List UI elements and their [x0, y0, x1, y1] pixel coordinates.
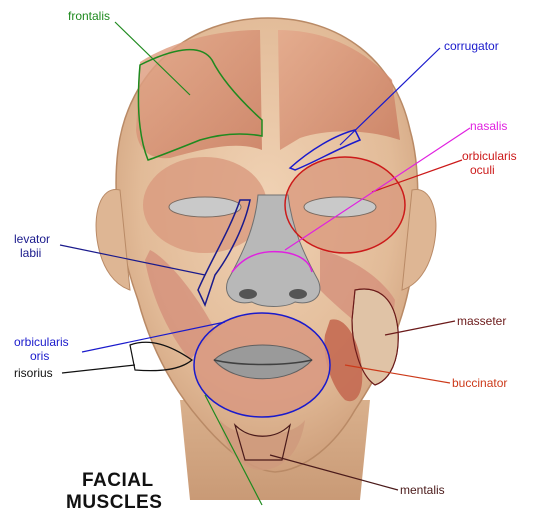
label-frontalis: frontalis: [68, 9, 110, 23]
label-orbicularis-oris-line1: orbicularis: [14, 335, 69, 349]
right-nostril: [289, 289, 307, 299]
title-line1: FACIAL: [82, 470, 154, 491]
label-levator-labii-line2: labii: [20, 246, 41, 260]
label-nasalis: nasalis: [470, 119, 507, 133]
label-mentalis: mentalis: [400, 483, 445, 497]
label-orbicularis-oculi-line2: oculi: [470, 163, 495, 177]
title-line2: MUSCLES: [66, 492, 162, 513]
frontalis-muscle: [136, 30, 262, 158]
label-levator-labii-line1: levator: [14, 232, 50, 246]
label-orbicularis-oris-line2: oris: [30, 349, 49, 363]
risorius-leader: [62, 365, 135, 373]
label-corrugator: corrugator: [444, 39, 499, 53]
label-risorius: risorius: [14, 366, 53, 380]
left-nostril: [239, 289, 257, 299]
label-masseter: masseter: [457, 314, 506, 328]
label-orbicularis-oculi-line1: orbicularis: [462, 149, 517, 163]
left-eye: [169, 197, 241, 217]
label-buccinator: buccinator: [452, 376, 507, 390]
